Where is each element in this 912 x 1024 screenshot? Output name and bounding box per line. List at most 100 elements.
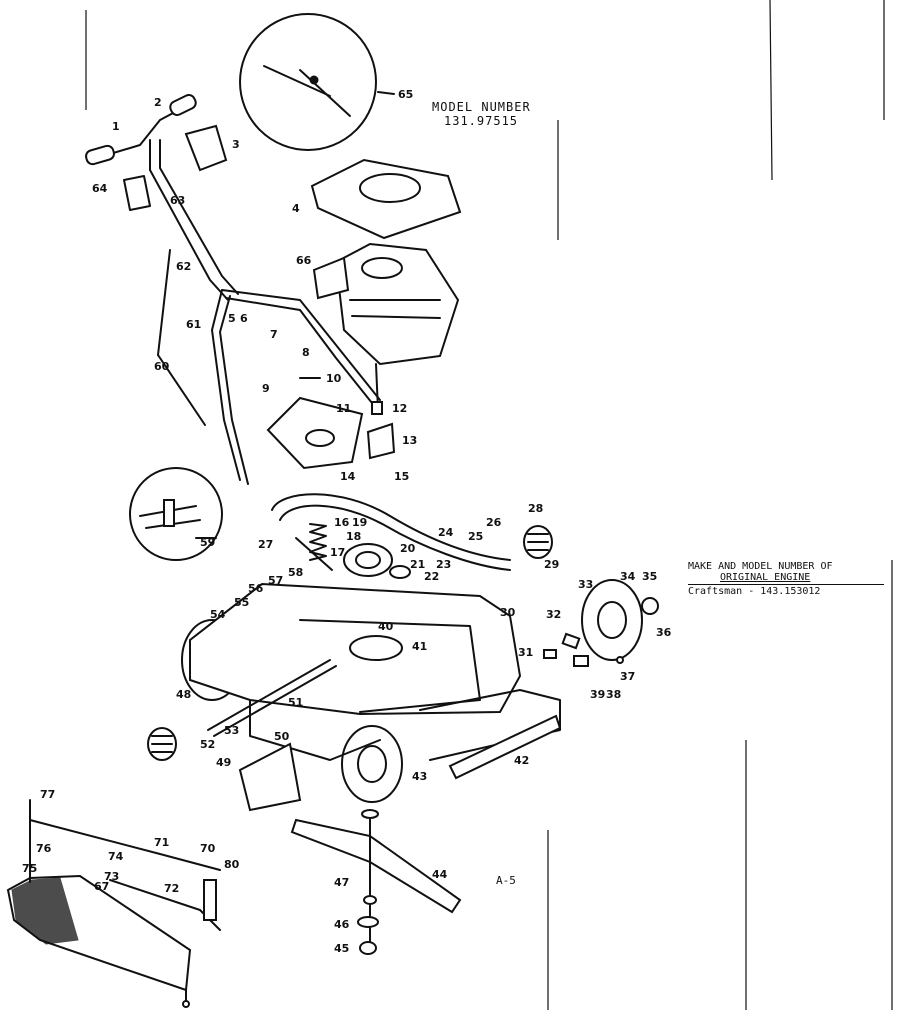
engine-box-heading: MAKE AND MODEL NUMBER OF [688, 561, 833, 572]
grass-catcher [6, 799, 221, 1008]
callout-56: 56 [248, 582, 264, 595]
callout-58: 58 [288, 566, 303, 579]
callout-45: 45 [334, 942, 349, 955]
callout-59: 59 [200, 536, 215, 549]
callout-55: 55 [234, 596, 249, 609]
engine-assembly [310, 158, 462, 411]
blade [290, 809, 462, 955]
callout-25: 25 [468, 530, 483, 543]
rear-gear-wheel-left [147, 727, 177, 761]
callout-22: 22 [424, 570, 439, 583]
callout-43: 43 [412, 770, 427, 783]
callout-26: 26 [486, 516, 502, 529]
callout-16: 16 [334, 516, 350, 529]
engine-model-number: Craftsman - 143.153012 [688, 584, 884, 597]
callout-62: 62 [176, 260, 191, 273]
callout-49: 49 [216, 756, 231, 769]
callout-14: 14 [340, 470, 356, 483]
callout-9: 9 [262, 382, 270, 395]
pulley-assembly [343, 543, 411, 579]
callout-41: 41 [412, 640, 427, 653]
original-engine-box: MAKE AND MODEL NUMBER OF ORIGINAL ENGINE… [688, 561, 884, 597]
callout-36: 36 [656, 626, 672, 639]
rear-shield [238, 742, 302, 812]
engine-box-subheading: ORIGINAL ENGINE [720, 572, 811, 583]
callout-76: 76 [36, 842, 52, 855]
callout-7: 7 [270, 328, 278, 341]
callout-15: 15 [394, 470, 409, 483]
callout-71: 71 [154, 836, 169, 849]
margin-lines [85, 0, 893, 1010]
callout-30: 30 [500, 606, 516, 619]
bracket [366, 401, 396, 460]
callout-73: 73 [104, 870, 119, 883]
callout-74: 74 [108, 850, 124, 863]
detail-circle-65 [239, 13, 395, 151]
callout-18: 18 [346, 530, 361, 543]
callout-60: 60 [154, 360, 170, 373]
model-number-label: MODEL NUMBER [432, 100, 531, 114]
mounting-plate [266, 377, 364, 470]
detail-circle-59 [129, 467, 223, 561]
callout-63: 63 [170, 194, 185, 207]
callout-27: 27 [258, 538, 273, 551]
callout-1: 1 [112, 120, 120, 133]
callout-50: 50 [274, 730, 290, 743]
callout-2: 2 [154, 96, 162, 109]
model-number-value: 131.97515 [444, 114, 519, 128]
callout-54: 54 [210, 608, 226, 621]
callout-70: 70 [200, 842, 216, 855]
axle [207, 659, 337, 737]
callout-3: 3 [232, 138, 240, 151]
callout-6: 6 [240, 312, 248, 325]
callout-72: 72 [164, 882, 179, 895]
callout-19: 19 [352, 516, 367, 529]
callout-31: 31 [518, 646, 533, 659]
rear-gear-wheel-right [523, 525, 553, 559]
callout-67: 67 [94, 880, 109, 893]
callout-57: 57 [268, 574, 283, 587]
callout-38: 38 [606, 688, 621, 701]
callout-40: 40 [378, 620, 394, 633]
callout-65: 65 [398, 88, 413, 101]
callout-11: 11 [336, 402, 351, 415]
callout-34: 34 [620, 570, 636, 583]
callout-13: 13 [402, 434, 417, 447]
callout-39: 39 [590, 688, 605, 701]
sheet-id: A-5 [496, 874, 516, 887]
baffle [448, 714, 562, 780]
callout-28: 28 [528, 502, 543, 515]
callout-5: 5 [228, 312, 236, 325]
callout-23: 23 [436, 558, 451, 571]
handle-assembly [85, 94, 381, 485]
callout-47: 47 [334, 876, 349, 889]
callout-20: 20 [400, 542, 416, 555]
callout-17: 17 [330, 546, 345, 559]
callout-32: 32 [546, 608, 561, 621]
callout-66: 66 [296, 254, 312, 267]
callout-10: 10 [326, 372, 342, 385]
callout-42: 42 [514, 754, 529, 767]
callout-77: 77 [40, 788, 55, 801]
callout-21: 21 [410, 558, 425, 571]
hardware [543, 632, 624, 667]
callout-52: 52 [200, 738, 215, 751]
callout-46: 46 [334, 918, 350, 931]
callout-51: 51 [288, 696, 303, 709]
callout-53: 53 [224, 724, 239, 737]
callout-80: 80 [224, 858, 240, 871]
callout-4: 4 [292, 202, 300, 215]
callout-24: 24 [438, 526, 454, 539]
callout-37: 37 [620, 670, 635, 683]
mower-deck [189, 582, 561, 761]
callout-12: 12 [392, 402, 407, 415]
wheel-front-left [341, 725, 403, 803]
callout-35: 35 [642, 570, 657, 583]
callout-75: 75 [22, 862, 37, 875]
callout-61: 61 [186, 318, 201, 331]
callout-29: 29 [544, 558, 559, 571]
wheel-front-right [581, 579, 659, 661]
callout-44: 44 [432, 868, 448, 881]
callout-64: 64 [92, 182, 108, 195]
